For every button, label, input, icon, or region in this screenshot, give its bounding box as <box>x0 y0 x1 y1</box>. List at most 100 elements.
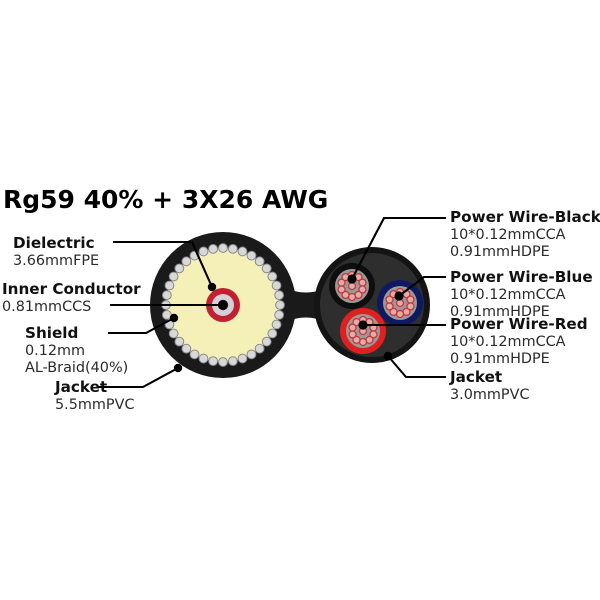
braid-bead <box>261 263 272 274</box>
conductor-strand <box>341 290 350 300</box>
braid-bead <box>218 357 228 367</box>
leader-dot-inner-conductor <box>218 300 228 310</box>
braid-bead <box>218 243 228 253</box>
label-power-wire-blue-line-1: 10*0.12mmCCA <box>450 287 566 303</box>
braid-bead <box>237 246 248 257</box>
label-dielectric: Dielectric 3.66mmFPE <box>13 234 99 269</box>
label-inner-conductor: Inner Conductor 0.81mmCCS <box>2 280 141 315</box>
label-shield: Shield 0.12mm AL-Braid(40%) <box>25 324 128 376</box>
label-jacket-left-head: Jacket <box>54 378 107 396</box>
braid-bead <box>271 319 282 330</box>
leader-dot-power-wire-black <box>347 274 357 284</box>
braid-bead <box>198 246 209 257</box>
label-inner-conductor-line-1: 0.81mmCCS <box>2 299 91 315</box>
label-power-wire-black-line-1: 10*0.12mmCCA <box>450 227 566 243</box>
braid-bead <box>254 343 265 354</box>
braid-bead <box>168 328 179 339</box>
leader-jacket-left <box>98 367 179 389</box>
power-wire-black-body <box>329 263 375 309</box>
label-shield-head: Shield <box>25 324 78 342</box>
label-power-wire-blue: Power Wire-Blue 10*0.12mmCCA 0.91mmHDPE <box>450 268 593 320</box>
braid-bead <box>174 336 185 347</box>
label-power-wire-black: Power Wire-Black 10*0.12mmCCA 0.91mmHDPE <box>450 208 600 260</box>
leader-dot-jacket-left <box>173 363 183 373</box>
braid-bead <box>174 263 185 274</box>
conductor-strand <box>337 285 346 294</box>
braid-bead <box>267 328 278 339</box>
right-cable-power <box>314 247 430 363</box>
conductor-strand <box>337 278 346 287</box>
leader-dot-jacket-right <box>383 351 393 361</box>
braid-bead <box>181 256 192 267</box>
conductor-strand <box>348 323 357 332</box>
leader-group-left <box>98 240 228 389</box>
braid-bead <box>189 349 200 360</box>
leader-power-wire-black <box>351 216 446 280</box>
leader-dielectric <box>113 240 213 288</box>
label-jacket-left-line-1: 5.5mmPVC <box>55 397 135 413</box>
braid-bead <box>246 250 257 261</box>
leader-jacket-right <box>387 355 446 379</box>
page-title: Rg59 40% + 3X26 AWG <box>3 185 328 214</box>
braid-bead <box>267 271 278 282</box>
braid-bead <box>161 290 172 301</box>
left-cable-shield-braid <box>161 243 285 367</box>
label-power-wire-red-line-2: 0.91mmHDPE <box>450 351 550 367</box>
label-shield-line-2: AL-Braid(40%) <box>25 360 128 376</box>
braid-bead <box>208 243 219 254</box>
braid-bead <box>254 256 265 267</box>
braid-bead <box>275 300 285 310</box>
label-power-wire-red-line-1: 10*0.12mmCCA <box>450 334 566 350</box>
leader-dot-dielectric <box>207 282 217 292</box>
braid-bead <box>208 356 219 367</box>
leader-dot-power-wire-red <box>358 320 368 330</box>
leader-power-wire-blue <box>398 275 446 297</box>
label-power-wire-black-line-2: 0.91mmHDPE <box>450 244 550 260</box>
conductor-strand <box>358 278 367 287</box>
braid-bead <box>246 349 257 360</box>
conductor-strand <box>406 302 415 311</box>
label-group-left: Dielectric 3.66mmFPE Inner Conductor 0.8… <box>2 234 141 413</box>
power-wire-red-body <box>340 308 386 354</box>
braid-bead <box>274 290 285 301</box>
power-wire-black-strands <box>337 270 367 302</box>
label-dielectric-head: Dielectric <box>13 234 95 252</box>
leader-dot-power-wire-blue <box>394 291 404 301</box>
braid-bead <box>164 280 175 291</box>
power-wire-blue-body <box>377 280 423 326</box>
braid-bead <box>168 271 179 282</box>
leader-group-right <box>347 216 446 379</box>
label-jacket-left: Jacket 5.5mmPVC <box>54 378 135 413</box>
braid-bead <box>227 356 238 367</box>
conductor-strand-center <box>395 298 405 308</box>
braid-bead <box>181 343 192 354</box>
leader-dot-shield <box>169 313 179 323</box>
label-dielectric-line-1: 3.66mmFPE <box>13 253 99 269</box>
label-group-right: Power Wire-Black 10*0.12mmCCA 0.91mmHDPE… <box>449 208 600 403</box>
label-power-wire-red-head: Power Wire-Red <box>450 315 588 333</box>
braid-bead <box>274 309 285 320</box>
conductor-strand <box>385 295 394 304</box>
conductor-strand <box>389 307 398 317</box>
label-jacket-right-line-1: 3.0mmPVC <box>450 387 530 403</box>
conductor-strand <box>369 330 378 339</box>
braid-bead <box>261 336 272 347</box>
braid-bead <box>198 353 209 364</box>
leader-shield <box>108 317 175 335</box>
conductor-strand <box>385 302 394 311</box>
label-jacket-right-head: Jacket <box>449 368 502 386</box>
label-shield-line-1: 0.12mm <box>25 343 85 359</box>
label-power-wire-black-head: Power Wire-Black <box>450 208 600 226</box>
conductor-strand <box>348 330 357 339</box>
label-power-wire-red: Power Wire-Red 10*0.12mmCCA 0.91mmHDPE <box>450 315 588 367</box>
label-inner-conductor-head: Inner Conductor <box>2 280 141 298</box>
conductor-strand <box>358 285 367 294</box>
label-power-wire-blue-head: Power Wire-Blue <box>450 268 593 286</box>
conductor-strand <box>406 295 415 304</box>
braid-bead <box>237 353 248 364</box>
label-power-wire-blue-line-2: 0.91mmHDPE <box>450 304 550 320</box>
braid-bead <box>271 280 282 291</box>
label-jacket-right: Jacket 3.0mmPVC <box>449 368 530 403</box>
